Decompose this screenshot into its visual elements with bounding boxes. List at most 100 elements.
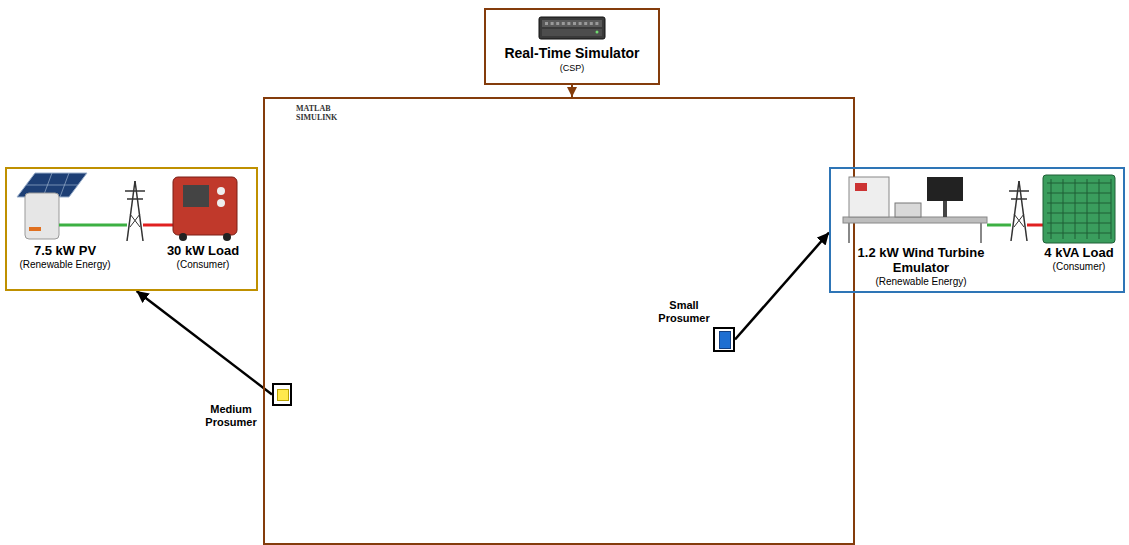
line-block — [436, 282, 444, 296]
simulator-box: Real-Time Simulator(CSP) — [484, 8, 660, 85]
breaker-bar — [718, 524, 721, 536]
connector-arrow — [571, 85, 573, 97]
equipment-block — [712, 264, 724, 278]
equipment-block — [425, 248, 439, 266]
load-cabinet — [1075, 179, 1076, 239]
line-block — [803, 326, 817, 334]
breaker-bar — [310, 524, 313, 536]
line-block — [780, 526, 794, 534]
line-block — [841, 339, 849, 353]
line-block — [735, 326, 749, 334]
line-block — [516, 269, 524, 283]
pylon — [1009, 190, 1029, 192]
inverter — [25, 193, 59, 239]
line-block — [646, 339, 654, 353]
prosumer-marker: Medium Prosumer — [272, 383, 292, 406]
bus-line — [568, 118, 569, 205]
breaker-bar — [374, 447, 386, 450]
load-stub — [447, 530, 453, 543]
line-block — [338, 201, 352, 209]
equipment-block — [352, 317, 366, 335]
load-bank — [173, 177, 237, 235]
line-block — [440, 201, 454, 209]
bench — [843, 217, 987, 223]
load-stub — [549, 530, 555, 543]
line-block — [304, 256, 318, 264]
bus-line — [295, 328, 440, 329]
load-stub — [380, 380, 394, 386]
bus-line — [652, 330, 653, 420]
load-cabinet — [1047, 223, 1111, 224]
bus-line — [847, 330, 848, 530]
pylon — [1011, 181, 1019, 241]
callout-label: Medium Prosumer — [202, 403, 260, 429]
rack-port — [584, 22, 587, 25]
line-block — [436, 486, 444, 500]
rack-port — [562, 22, 565, 25]
device-rating: 7.5 kW PV — [7, 243, 123, 258]
load-stub — [440, 357, 454, 363]
load-stub — [845, 448, 853, 454]
breaker-bar — [650, 254, 653, 266]
bus-line — [440, 422, 520, 423]
solar-panel — [60, 173, 69, 197]
load-stub — [440, 459, 454, 465]
bus-line — [295, 532, 845, 533]
load-bank — [217, 187, 225, 195]
load-stub — [745, 221, 759, 227]
load-block — [687, 270, 697, 279]
rack-port — [595, 22, 598, 25]
line-block — [542, 526, 556, 534]
bus-line — [378, 330, 379, 470]
load-cabinet — [1047, 203, 1111, 204]
line-block — [508, 256, 522, 264]
load-block — [483, 270, 493, 279]
load-stub — [606, 330, 612, 344]
load-stub — [481, 260, 487, 274]
load-stub — [295, 459, 309, 465]
line-block — [406, 256, 420, 264]
rack-port — [556, 22, 559, 25]
node-title: Real-Time Simulator — [486, 45, 658, 62]
rack-port — [590, 22, 593, 25]
load-cabinet — [1047, 193, 1111, 194]
load-block — [492, 430, 502, 439]
load-block — [305, 359, 315, 368]
line-block — [678, 256, 692, 264]
breaker-bar — [673, 324, 676, 336]
equipment-block — [770, 210, 780, 219]
rack-port — [567, 22, 570, 25]
line-block — [291, 452, 299, 466]
bus-line — [295, 258, 745, 259]
device-role: (Renewable Energy) — [836, 275, 1006, 288]
motor — [895, 203, 921, 217]
load-stub — [583, 260, 589, 274]
rack-port — [545, 22, 548, 25]
line-block — [841, 475, 849, 489]
breaker-bar — [480, 199, 483, 211]
load-stub — [379, 260, 385, 274]
bus-line — [382, 330, 383, 470]
load-cabinet — [1043, 175, 1115, 243]
breaker-bar — [289, 220, 301, 223]
bus-line — [572, 118, 573, 205]
connector-arrow — [137, 291, 272, 395]
generator-block — [719, 331, 731, 349]
line-block — [338, 326, 352, 334]
pylon — [127, 181, 135, 241]
grid-network-drawing — [265, 99, 853, 543]
pylon — [127, 198, 143, 200]
device-role: (Consumer) — [1036, 260, 1122, 273]
line-block — [644, 201, 658, 209]
load-stub — [650, 346, 664, 352]
text-column: Real-Time Simulator(CSP) — [486, 45, 658, 74]
line-block — [436, 350, 444, 364]
load-stub — [345, 530, 351, 543]
line-block — [791, 214, 799, 228]
equipment-block — [775, 228, 791, 252]
line-block — [646, 373, 654, 387]
equipment-block — [740, 470, 750, 479]
load-stub — [651, 530, 657, 543]
load-block — [551, 540, 561, 543]
bus-line — [297, 205, 298, 530]
